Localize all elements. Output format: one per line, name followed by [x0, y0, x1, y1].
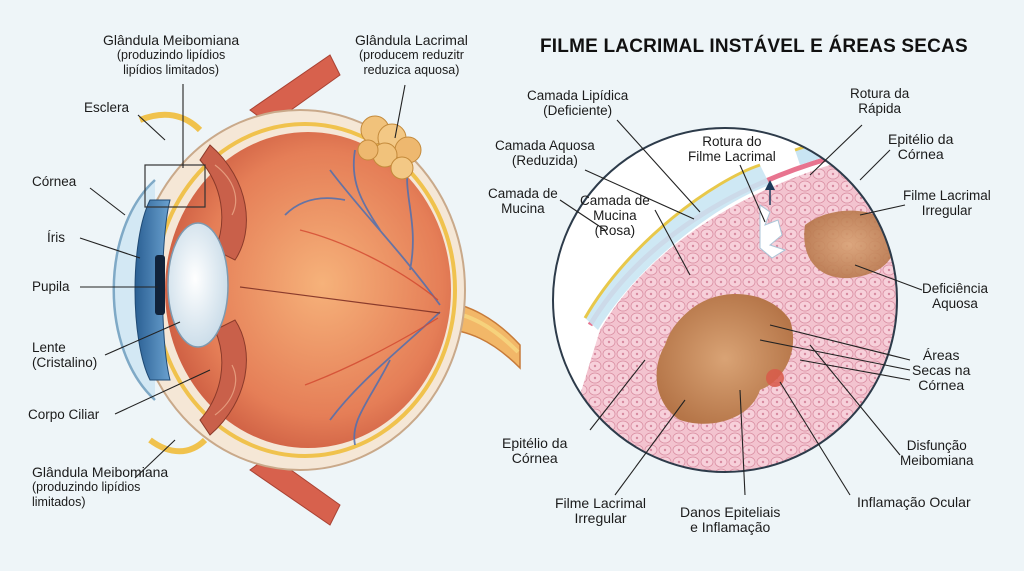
label-meibomian-bottom: Glândula Meibomiana (produzindo lipídios… — [32, 464, 169, 510]
label-areas-secas: Áreas Secas na Córnea — [912, 347, 971, 393]
label-danos-epiteliais: Danos Epiteliais e Inflamação — [680, 504, 781, 535]
label-camada-lipidica: Camada Lipídica (Deficiente) — [527, 88, 629, 118]
diagram-title: FILME LACRIMAL INSTÁVEL E ÁREAS SECAS — [540, 36, 968, 57]
label-cornea: Córnea — [32, 174, 77, 189]
label-corpo-ciliar: Corpo Ciliar — [28, 407, 100, 422]
label-epitelio-bottom: Epitélio da Córnea — [502, 435, 568, 466]
label-lente: Lente (Cristalino) — [32, 340, 98, 370]
label-pupila: Pupila — [32, 279, 70, 294]
eye-cross-section — [112, 54, 521, 526]
label-disfuncao-meibomiana: Disfunção Meibomiana — [900, 438, 974, 468]
label-rotura-rapida: Rotura da Rápida — [850, 86, 910, 116]
label-filme-irregular-top: Filme Lacrimal Irregular — [903, 188, 991, 218]
label-lacrimal-gland: Glândula Lacrimal (producem reduzitr red… — [355, 32, 468, 78]
label-camada-mucina-b: Camada de Mucina (Rosa) — [580, 193, 650, 238]
label-meibomian-top: Glândula Meibomiana (produzindo lipídios… — [103, 32, 240, 78]
label-iris: Íris — [47, 230, 65, 245]
label-deficiencia-aquosa: Deficiência Aquosa — [922, 281, 989, 311]
label-camada-aquosa: Camada Aquosa (Reduzida) — [495, 138, 595, 168]
label-camada-mucina-a: Camada de Mucina — [488, 186, 558, 216]
lacrimal-gland — [357, 115, 422, 180]
right-leader-lines — [559, 119, 923, 496]
label-epitelio-top: Epitélio da Córnea — [888, 131, 954, 162]
tear-film-magnified-view — [552, 127, 898, 473]
label-esclera: Esclera — [84, 100, 130, 115]
label-filme-irregular-bottom: Filme Lacrimal Irregular — [555, 495, 647, 526]
label-rotura-filme: Rotura do Filme Lacrimal — [688, 134, 776, 164]
left-leader-lines — [79, 84, 406, 479]
label-inflamacao-ocular: Inflamação Ocular — [857, 494, 971, 510]
